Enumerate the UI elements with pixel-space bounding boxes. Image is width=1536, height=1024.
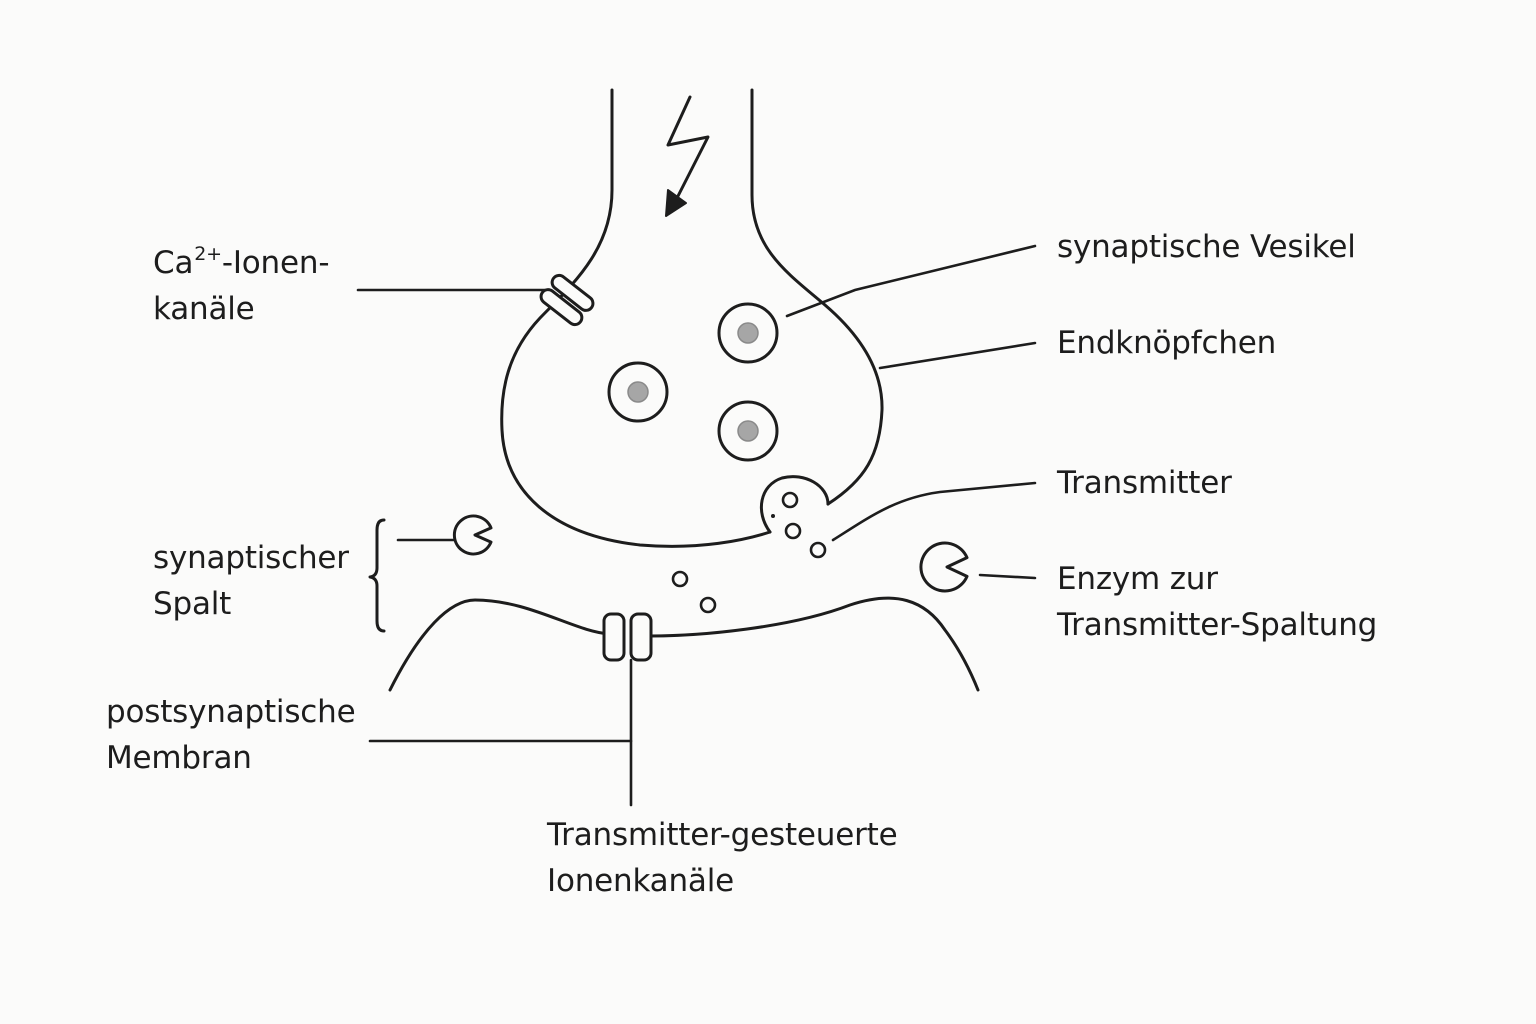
pacman-enzyme-icon — [919, 541, 969, 593]
label-synaptic-vesicles: synaptische Vesikel — [1057, 229, 1356, 265]
presynaptic-terminal-outline — [500, 88, 772, 548]
ion-channel-icon — [539, 273, 595, 327]
postsynaptic-membrane-outline-right — [648, 596, 980, 692]
synaptic-vesicle — [607, 361, 669, 423]
label-gated-channels: Transmitter-gesteuerte Ionenkanäle — [547, 812, 898, 904]
label-ca-line2: kanäle — [153, 291, 255, 327]
transmitter-molecule — [784, 522, 802, 540]
presynaptic-terminal-outline-right — [750, 88, 884, 506]
transmitter-molecule — [699, 596, 717, 614]
label-ca-channels: Ca2+-Ionen- kanäle — [153, 240, 330, 332]
leader-line-enzyme — [978, 573, 1037, 580]
lightning-arrow-icon — [665, 95, 710, 217]
label-synaptic-cleft: synaptischer Spalt — [153, 535, 349, 627]
label-ca-prefix: Ca — [153, 245, 194, 281]
label-enzyme-line2: Transmitter-Spaltung — [1057, 607, 1378, 643]
label-ca-superscript: 2+ — [194, 242, 222, 265]
label-membrane-line1: postsynaptische — [106, 694, 356, 730]
transmitter-molecule — [781, 491, 799, 509]
pacman-enzyme-icon — [452, 514, 493, 556]
postsynaptic-membrane-outline — [388, 598, 612, 692]
label-cleft-line1: synaptischer — [153, 540, 349, 576]
label-ca-suffix: -Ionen- — [221, 245, 330, 281]
leader-line-vesicles — [785, 244, 1037, 318]
leader-line-transmitter — [831, 481, 1037, 542]
transmitter-dot — [771, 514, 775, 518]
label-gated-line1: Transmitter-gesteuerte — [547, 817, 898, 853]
label-postsynaptic-membrane: postsynaptische Membran — [106, 689, 356, 781]
label-transmitter: Transmitter — [1057, 465, 1232, 501]
label-enzyme: Enzym zur Transmitter-Spaltung — [1057, 556, 1377, 648]
label-enzyme-line1: Enzym zur — [1057, 561, 1218, 597]
transmitter-molecule — [671, 570, 689, 588]
label-membrane-line2: Membran — [106, 740, 252, 776]
leader-line-end-knob — [878, 341, 1037, 370]
label-end-knob: Endknöpfchen — [1057, 325, 1277, 361]
synaptic-vesicle — [717, 400, 779, 462]
exocytosis-vesicle — [760, 475, 830, 534]
synaptic-vesicle — [717, 302, 779, 364]
synaptic-cleft-brace — [368, 518, 386, 633]
label-gated-line2: Ionenkanäle — [547, 863, 735, 899]
label-cleft-line2: Spalt — [153, 586, 232, 622]
ion-channel-icon — [602, 612, 653, 662]
transmitter-molecule — [809, 541, 827, 559]
